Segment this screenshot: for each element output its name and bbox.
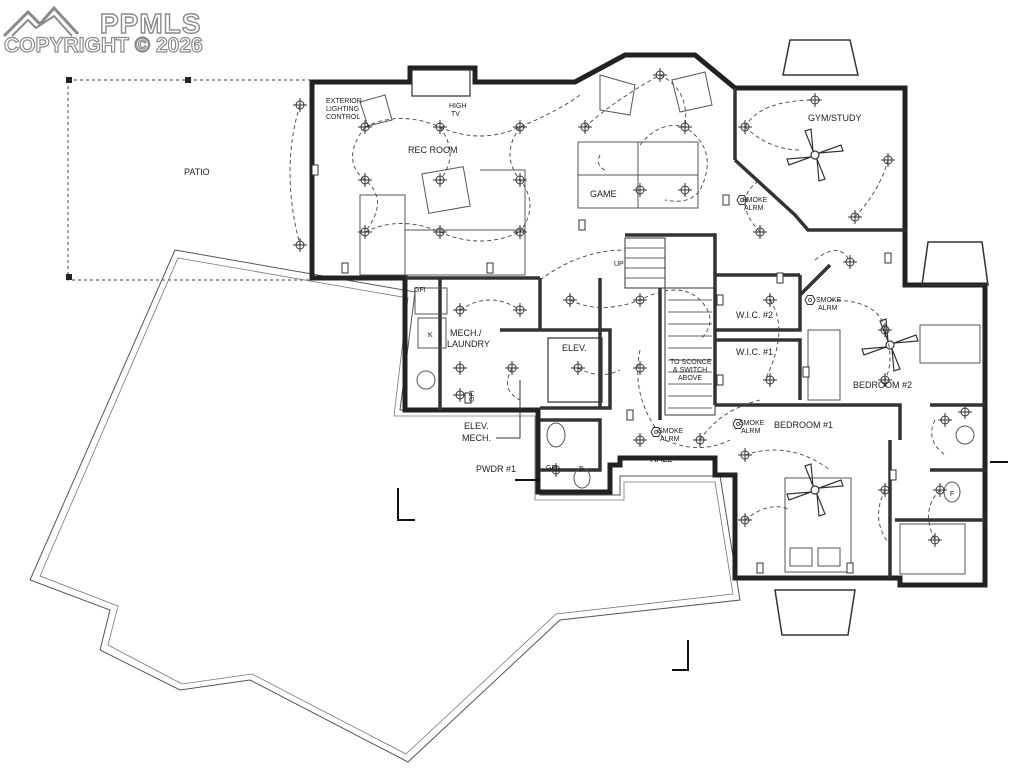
note-smoke-gym-2: ALRM — [744, 205, 764, 212]
label-rec-room: REC ROOM — [408, 145, 458, 155]
note-high-tv-1: HIGH — [449, 103, 467, 110]
label-mech-laundry-2: LAUNDRY — [447, 339, 490, 349]
room-labels: PATIO REC ROOM GAME GYM/STUDY MECH./ LAU… — [184, 113, 912, 464]
note-sconce-2: & SWITCH — [673, 367, 707, 374]
furniture — [359, 71, 981, 575]
note-gfi-2: GFI — [546, 465, 558, 472]
note-sconce-3: ABOVE — [678, 375, 702, 382]
note-smoke-bed2-2: ALRM — [818, 305, 838, 312]
note-elev-mech-1: ELEV. — [464, 421, 489, 431]
label-game: GAME — [590, 189, 617, 199]
label-wic2: W.I.C. #2 — [736, 310, 773, 320]
note-smoke-hall-1: SMOKE — [658, 428, 684, 435]
note-elev-mech-2: MECH. — [462, 433, 491, 443]
note-smoke-bed1-2: ALRM — [741, 428, 761, 435]
note-up: UP — [614, 261, 624, 268]
label-hall: HALL — [650, 454, 673, 464]
watermark: PPMLS COPYRIGHT © 2026 — [0, 0, 210, 60]
wiring — [289, 74, 946, 546]
watermark-brand: PPMLS — [99, 7, 202, 39]
watermark-copyright: COPYRIGHT © 2026 — [3, 33, 203, 57]
note-high-tv-2: TV — [451, 111, 460, 118]
patio — [66, 77, 310, 281]
note-pwdr: PWDR #1 — [476, 464, 516, 474]
note-smoke-bed1-1: SMOKE — [739, 420, 765, 427]
label-elev: ELEV. — [562, 343, 587, 353]
label-gym-study: GYM/STUDY — [808, 113, 862, 123]
label-bedroom1: BEDROOM #1 — [774, 420, 833, 430]
note-f-2: F — [950, 491, 954, 498]
note-smoke-hall-2: ALRM — [660, 436, 680, 443]
ceiling-fan-icon — [786, 128, 919, 517]
callout-labels: ELEV. MECH. PWDR #1 — [462, 421, 516, 474]
deck-outline — [29, 249, 741, 763]
section-marks — [397, 461, 1008, 671]
window-wells — [411, 39, 989, 636]
annotation-labels: EXTERIOR LIGHTING CONTROL HIGH TV SMOKE … — [326, 98, 954, 498]
note-sconce-1: TO SCONCE — [670, 359, 712, 366]
label-wic1: W.I.C. #1 — [736, 347, 773, 357]
note-smoke-gym-1: SMOKE — [742, 197, 768, 204]
mountain-logo-icon — [2, 5, 80, 38]
note-k: K — [428, 332, 433, 339]
note-ext-lighting-2: LIGHTING — [326, 106, 359, 113]
note-ext-lighting-3: CONTROL — [326, 114, 360, 121]
label-patio: PATIO — [184, 167, 210, 177]
note-gfi-3: GFI — [469, 390, 476, 402]
note-f-1: F — [579, 466, 583, 473]
note-ext-lighting-1: EXTERIOR — [326, 98, 362, 105]
smoke-alarm-icon — [650, 195, 816, 437]
interior-walls — [405, 88, 985, 578]
elev-mech-leader — [496, 380, 521, 439]
stair — [624, 237, 716, 416]
note-gfi-1: GFI — [414, 287, 426, 294]
light-fixtures — [292, 67, 973, 548]
note-smoke-bed2-1: SMOKE — [816, 297, 842, 304]
exterior-walls — [309, 52, 988, 588]
label-bedroom2: BEDROOM #2 — [853, 380, 912, 390]
label-mech-laundry-1: MECH./ — [450, 328, 482, 338]
